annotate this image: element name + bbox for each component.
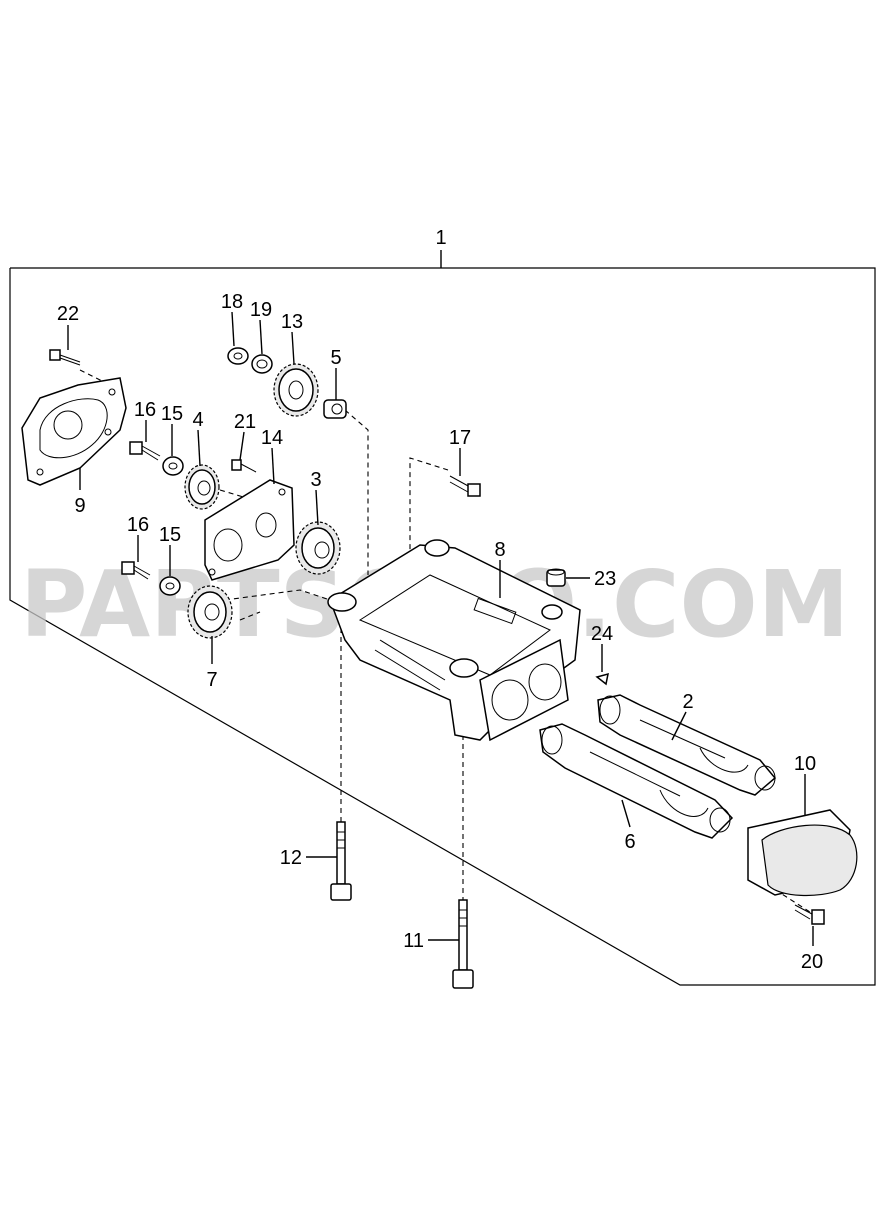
label-part-18: 18	[221, 291, 243, 313]
gear-part-13	[273, 363, 319, 417]
label-part-21: 21	[234, 411, 256, 433]
label-part-20: 20	[801, 951, 823, 973]
balance-shaft-part-2	[597, 694, 777, 796]
housing-part-8	[327, 539, 581, 742]
gear-part-4	[184, 464, 220, 510]
pin-part-24	[595, 672, 609, 686]
label-part-24: 24	[591, 623, 613, 645]
label-part-1: 1	[435, 227, 446, 249]
label-part-15-upper: 15	[161, 403, 183, 425]
rear-cover-part-10	[747, 809, 858, 897]
bolt-part-22	[49, 349, 81, 366]
label-part-12: 12	[280, 847, 302, 869]
label-part-8: 8	[494, 539, 505, 561]
label-part-16-upper: 16	[134, 399, 156, 421]
bolt-part-21	[231, 459, 257, 473]
long-bolt-part-12	[330, 821, 352, 901]
bushing-part-5	[323, 399, 347, 419]
label-part-9: 9	[74, 495, 85, 517]
front-cover-part-9	[21, 377, 127, 486]
label-part-3: 3	[310, 469, 321, 491]
label-part-11: 11	[403, 930, 424, 952]
label-part-23: 23	[594, 568, 616, 590]
label-part-16-lower: 16	[127, 514, 149, 536]
part-number-labels: 1 22 18 19 13 5 16 15 4 21 14 9 3 16 15 …	[57, 227, 823, 973]
washer-part-15-lower	[159, 576, 181, 596]
bolt-part-20	[794, 904, 825, 925]
balance-shaft-part-6	[539, 723, 734, 839]
nut-part-23	[546, 568, 566, 587]
label-part-17: 17	[449, 427, 471, 449]
bolt-part-16-lower	[121, 561, 151, 580]
label-part-10: 10	[794, 753, 816, 775]
bolt-part-17	[449, 475, 481, 497]
plate-part-14	[204, 479, 295, 581]
label-part-6: 6	[624, 831, 635, 853]
label-part-15-lower: 15	[159, 524, 181, 546]
label-part-13: 13	[281, 311, 303, 333]
assembly-frame	[9, 250, 876, 986]
nut-part-18	[227, 347, 249, 365]
bolt-part-16-upper	[129, 441, 161, 461]
label-part-4: 4	[192, 409, 203, 431]
label-part-5: 5	[330, 347, 341, 369]
label-part-22: 22	[57, 303, 79, 325]
label-part-19: 19	[250, 299, 272, 321]
washer-part-15-upper	[162, 456, 184, 476]
gear-part-7	[187, 585, 233, 639]
long-bolt-part-11	[452, 899, 474, 989]
gear-part-3	[295, 521, 341, 575]
label-part-7: 7	[206, 669, 217, 691]
washer-part-19	[251, 354, 273, 374]
label-part-2: 2	[682, 691, 693, 713]
leader-lines	[67, 311, 814, 946]
label-part-14: 14	[261, 427, 283, 449]
